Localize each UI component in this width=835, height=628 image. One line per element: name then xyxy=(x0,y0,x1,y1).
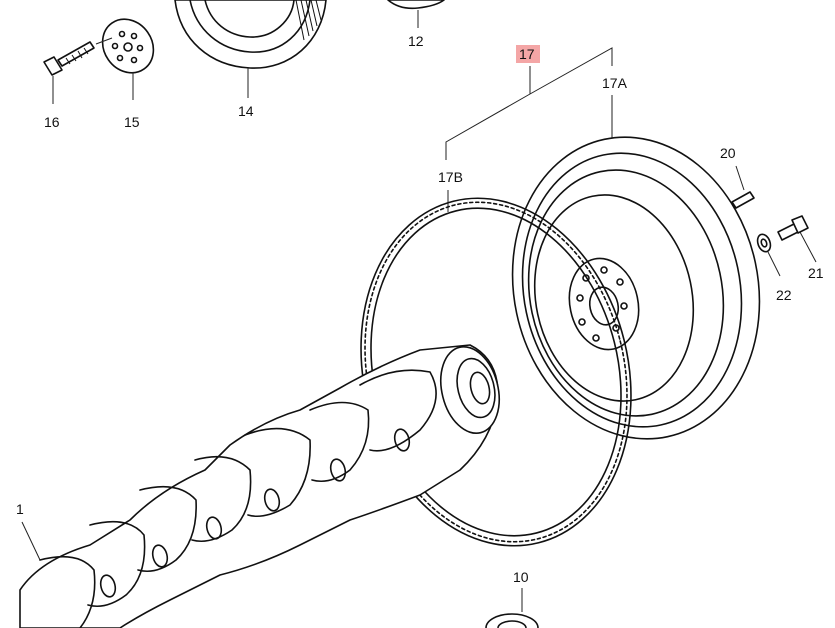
callout-14[interactable]: 14 xyxy=(238,103,254,119)
callout-10[interactable]: 10 xyxy=(513,569,529,585)
callout-17a[interactable]: 17A xyxy=(602,75,628,91)
part-20-dowel-pin[interactable] xyxy=(731,191,755,209)
callout-12[interactable]: 12 xyxy=(408,33,424,49)
callout-16[interactable]: 16 xyxy=(44,114,60,130)
part-12-pulley[interactable] xyxy=(387,0,445,10)
callout-21[interactable]: 21 xyxy=(808,265,824,281)
leader-22 xyxy=(767,251,781,277)
leader-1 xyxy=(21,521,41,561)
callout-17b[interactable]: 17B xyxy=(438,169,463,185)
part-10-hub[interactable] xyxy=(485,613,539,628)
part-22-washer[interactable] xyxy=(755,232,772,253)
part-14-damper-pulley[interactable] xyxy=(174,0,327,69)
callout-22[interactable]: 22 xyxy=(776,287,792,303)
leader-20 xyxy=(735,165,745,191)
part-21-flywheel-bolt[interactable] xyxy=(777,215,809,241)
part-16-bolt[interactable] xyxy=(43,41,95,76)
callout-1[interactable]: 1 xyxy=(16,501,24,517)
part-17a-flywheel[interactable] xyxy=(485,114,787,462)
leader-21 xyxy=(799,231,817,263)
leader-16-15-axis xyxy=(95,37,113,45)
callout-17[interactable]: 17 xyxy=(519,46,535,62)
part-1-crankshaft[interactable] xyxy=(19,341,508,628)
callout-15[interactable]: 15 xyxy=(124,114,140,130)
leader-17-bracket xyxy=(445,47,613,160)
callout-17-highlight xyxy=(516,45,540,63)
callout-20[interactable]: 20 xyxy=(720,145,736,161)
part-15-washer-plate[interactable] xyxy=(92,9,163,82)
